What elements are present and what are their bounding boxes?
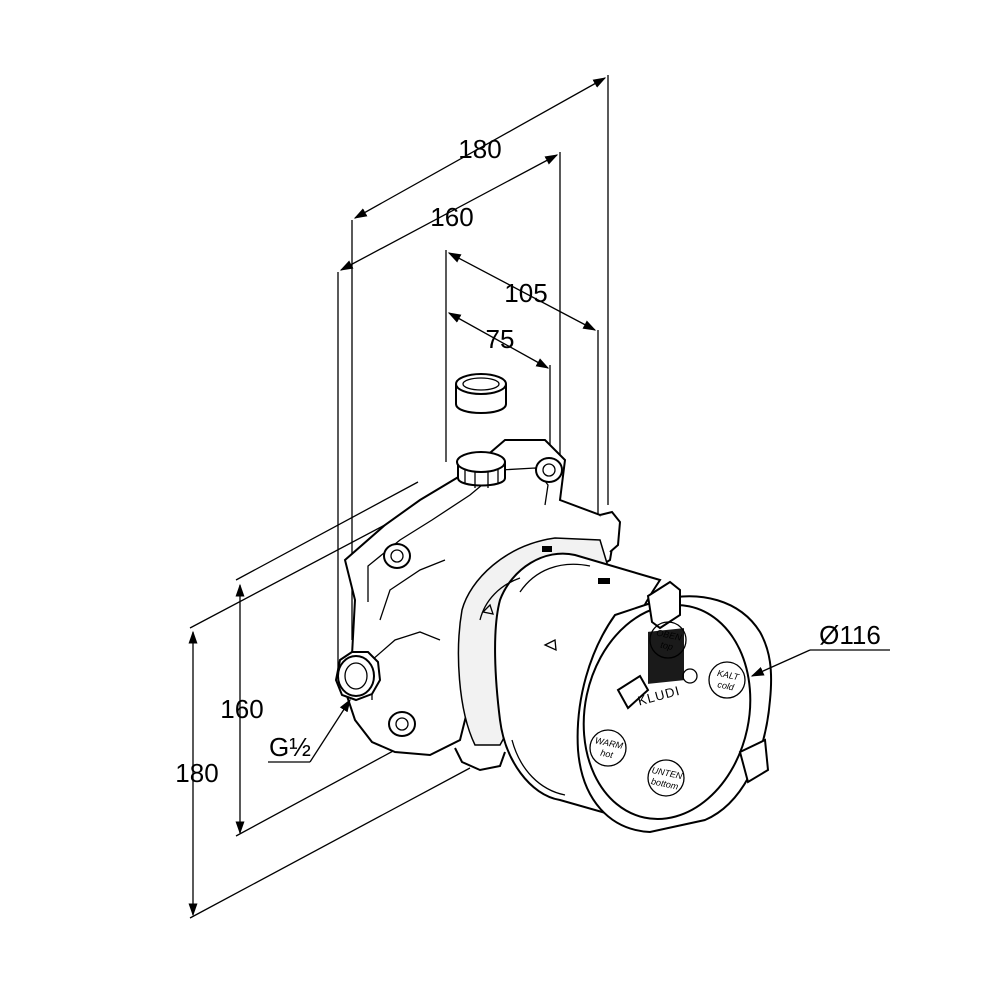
label-kalt: KALT <box>716 668 741 683</box>
dim-label-180-top: 180 <box>458 134 501 164</box>
dim-label-105: 105 <box>504 278 547 308</box>
dimension-diameter: Ø116 <box>750 620 890 677</box>
thread-label-g-half: G½ <box>269 732 311 762</box>
brand-logo-icon <box>682 668 698 684</box>
dim-label-160-left: 160 <box>220 694 263 724</box>
cap-labels: OBEN top KALT cold WARM hot UNTEN bottom… <box>589 621 746 797</box>
label-top: top <box>660 640 674 652</box>
dimension-left-inner: 160 <box>220 481 419 837</box>
dimension-offset-105: 105 <box>445 250 599 530</box>
thread-label: G½ <box>268 698 351 763</box>
left-connection <box>334 651 382 702</box>
dimension-left-overall: 180 <box>175 517 471 919</box>
cap-plug <box>455 373 507 414</box>
dim-label-diameter: Ø116 <box>819 620 881 650</box>
dim-label-180-left: 180 <box>175 758 218 788</box>
mounting-holes <box>383 457 563 737</box>
dim-label-75: 75 <box>486 324 515 354</box>
label-hot: hot <box>600 748 615 760</box>
front-cap <box>576 580 773 834</box>
dim-label-160-top: 160 <box>430 202 473 232</box>
dimension-top-inner: 160 <box>337 152 561 680</box>
label-cold: cold <box>717 679 736 692</box>
top-connection <box>456 451 506 488</box>
